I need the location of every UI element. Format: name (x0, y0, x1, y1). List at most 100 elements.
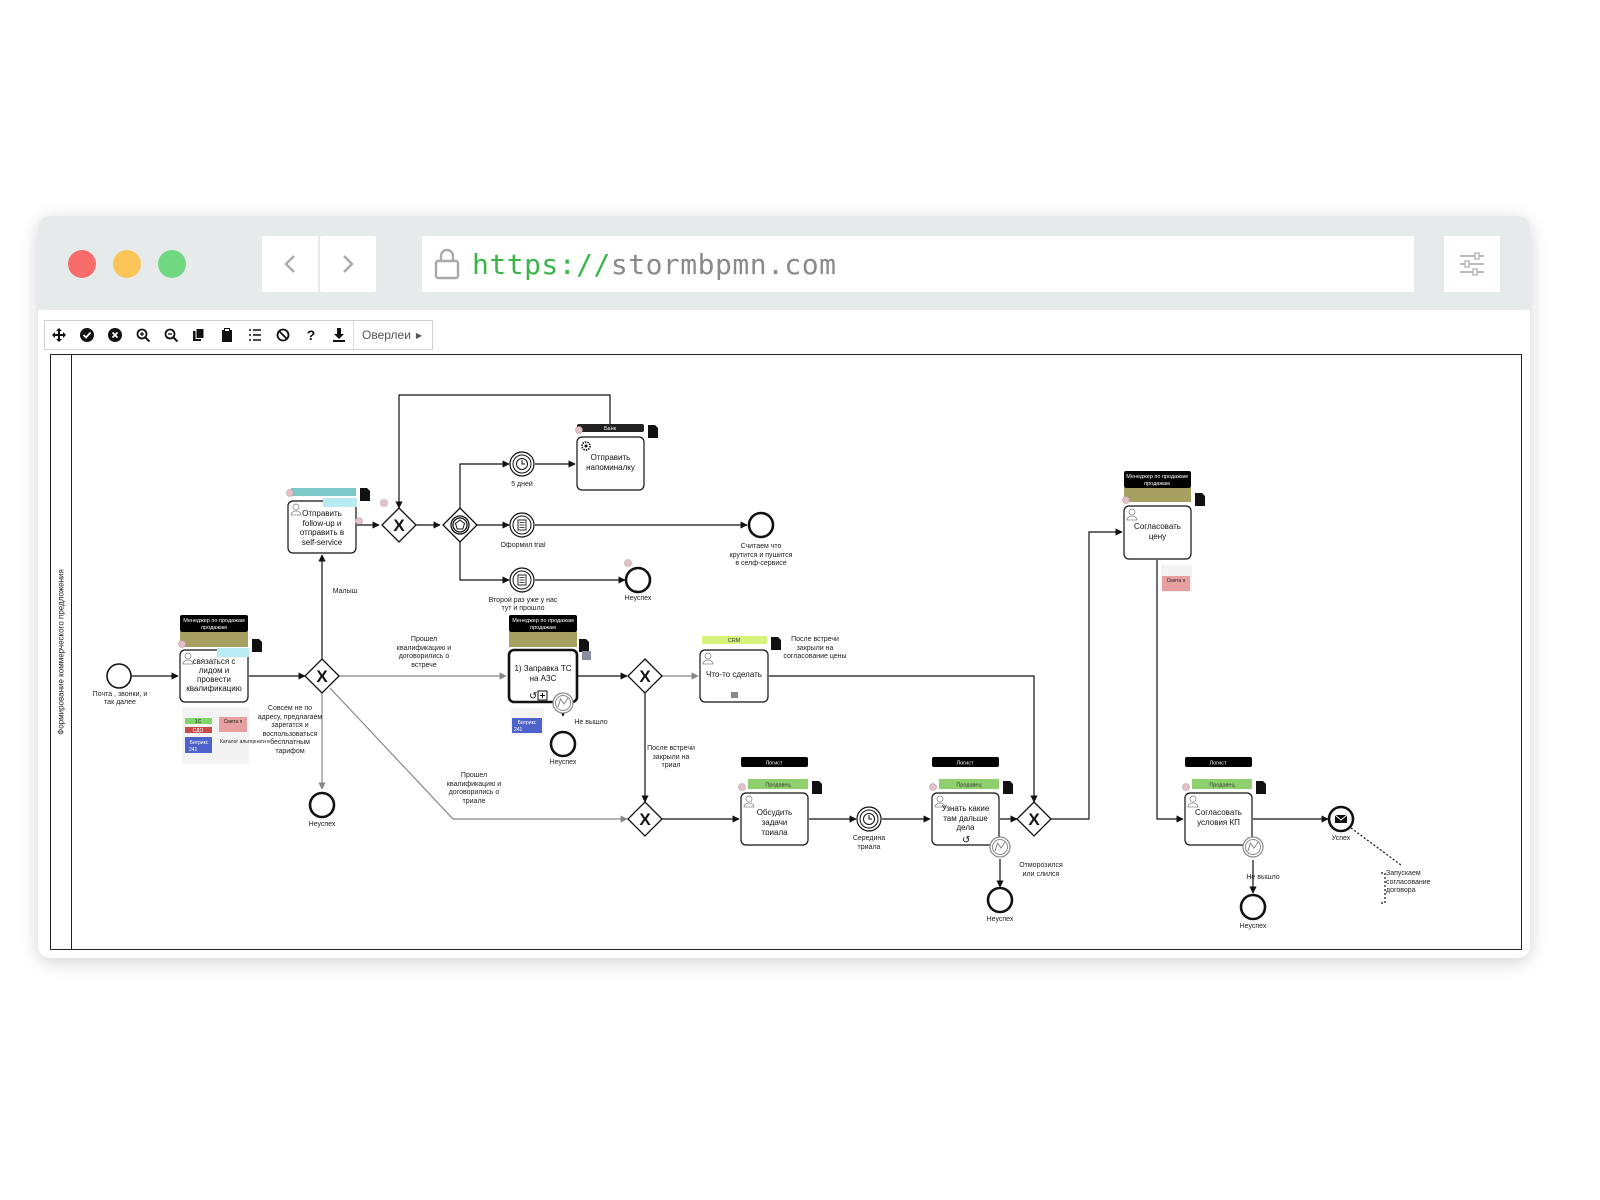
x-icon: X (639, 810, 651, 829)
qual-trial-label: Прошел квалификацию и договорились о три… (446, 772, 502, 805)
end-event-fail[interactable] (308, 791, 336, 819)
comment-dot[interactable] (1122, 496, 1130, 504)
comment-dot[interactable] (738, 783, 746, 791)
flow[interactable] (769, 675, 1038, 803)
url-scheme: https:// (472, 247, 611, 281)
budget-tag: Смета п (1167, 578, 1186, 584)
role-sub-badge (180, 632, 248, 647)
label-box: После встречи закрыли на согласование це… (783, 636, 846, 660)
not-worked-label: Не вышло (1246, 874, 1280, 881)
task-do-something[interactable] (699, 649, 769, 703)
conditional-event[interactable] (509, 512, 535, 538)
exclusive-gateway[interactable]: X (304, 658, 340, 694)
label-box: Второй раз уже у нас тут и прошло (489, 597, 558, 612)
task-qualify[interactable] (179, 649, 249, 703)
label-box: Оформил trial (500, 542, 545, 549)
label-box: Неуспех (625, 595, 652, 602)
label-box: Неуспех (309, 821, 336, 828)
comment-dot[interactable] (575, 426, 583, 434)
task-find-out[interactable] (931, 792, 1000, 846)
timer-event[interactable] (509, 451, 535, 477)
zoom-in-button[interactable] (129, 321, 157, 349)
boundary-error-event[interactable] (552, 692, 574, 714)
task-discuss-trial[interactable] (740, 792, 809, 846)
success-label: Успех (1331, 835, 1351, 842)
task-reminder[interactable] (576, 436, 645, 491)
help-button[interactable]: ? (297, 321, 325, 349)
comment-dot[interactable] (286, 489, 294, 497)
label-box: Не вышло (574, 719, 607, 726)
comment-dot[interactable] (355, 517, 363, 525)
browser-window: https://stormbpmn.com ? Оверлеи▶ Ф (38, 216, 1530, 958)
move-tool-button[interactable] (45, 321, 73, 349)
role-badge-text: Менеджер по продажам (1126, 474, 1188, 480)
comment-dot[interactable] (929, 783, 937, 791)
flow[interactable] (329, 687, 628, 823)
seller-badge: Продавец (1192, 779, 1252, 789)
flow[interactable] (459, 542, 510, 584)
minimize-dot[interactable] (113, 250, 141, 278)
end-event-fail[interactable] (624, 566, 652, 594)
flow[interactable] (395, 394, 611, 509)
start-event[interactable] (106, 663, 132, 689)
timer-badge (323, 498, 357, 507)
block-button[interactable] (269, 321, 297, 349)
exclusive-gateway[interactable]: X (381, 507, 417, 543)
comment-dot[interactable] (380, 499, 388, 507)
flow[interactable] (459, 460, 510, 508)
timer-event[interactable] (856, 806, 882, 832)
label-box: Прошел квалификацию и договорились о вст… (396, 636, 452, 669)
exclusive-gateway[interactable]: X (1016, 801, 1052, 837)
task-label-box: Узнать какие там дальше дела (941, 804, 990, 832)
copy-button[interactable] (185, 321, 213, 349)
task-agree-terms[interactable] (1184, 792, 1253, 846)
tag-sdo: СДО (193, 728, 204, 734)
system-tags: Смета п (1161, 565, 1192, 592)
loop-icon: ↺ (962, 835, 970, 846)
paste-button[interactable] (213, 321, 241, 349)
flow[interactable] (1156, 560, 1184, 823)
end-event-fail[interactable] (549, 730, 577, 758)
task-followup[interactable] (287, 500, 357, 554)
end-event-selfservice[interactable] (747, 511, 775, 539)
back-button[interactable] (262, 236, 318, 292)
list-button[interactable] (241, 321, 269, 349)
zoom-out-button[interactable] (157, 321, 185, 349)
maximize-dot[interactable] (158, 250, 186, 278)
exclusive-gateway[interactable]: X (627, 658, 663, 694)
cancel-button[interactable] (101, 321, 129, 349)
list-marker-icon (731, 692, 738, 698)
exclusive-gateway[interactable]: X (627, 801, 663, 837)
task-refuel[interactable] (507, 648, 579, 704)
document-icon (517, 574, 527, 586)
overlay-dropdown[interactable]: Оверлеи▶ (353, 321, 432, 349)
address-bar[interactable]: https://stormbpmn.com (422, 236, 1414, 292)
role-badge: Логист (741, 757, 808, 767)
download-button[interactable] (325, 321, 353, 349)
validate-button[interactable] (73, 321, 101, 349)
task-agree-price[interactable] (1123, 505, 1192, 560)
flow[interactable] (1051, 528, 1123, 820)
conditional-event[interactable] (509, 567, 535, 593)
comment-dot[interactable] (178, 640, 186, 648)
settings-button[interactable] (1444, 236, 1500, 292)
diagram-canvas[interactable]: Формирование коммерческого предложения (50, 354, 1522, 950)
task-text: Узнать какие там дальше дела (941, 804, 990, 832)
task-text: Отправить follow-up и отправить в self-s… (299, 509, 345, 547)
boundary-error-event[interactable] (989, 836, 1011, 858)
event-gateway[interactable] (442, 507, 478, 543)
comment-dot[interactable] (1182, 783, 1190, 791)
end-event-fail[interactable] (986, 886, 1014, 914)
task-text: Обсудить задачи триала (756, 808, 793, 835)
forward-button[interactable] (320, 236, 376, 292)
wrong-address-label: Совсем не по адресу, предлагаем зарегатс… (257, 705, 323, 755)
doc-edit-icon (648, 425, 658, 438)
association (1350, 827, 1402, 904)
role-badge-text: Менеджер по продажам (183, 618, 245, 624)
end-event-fail[interactable] (1239, 893, 1267, 921)
comment-dot[interactable] (624, 559, 632, 567)
close-dot[interactable] (68, 250, 96, 278)
boundary-error-event[interactable] (1242, 836, 1264, 858)
qual-meeting-label: Прошел квалификацию и договорились о вст… (396, 636, 452, 669)
user-icon (290, 503, 302, 516)
